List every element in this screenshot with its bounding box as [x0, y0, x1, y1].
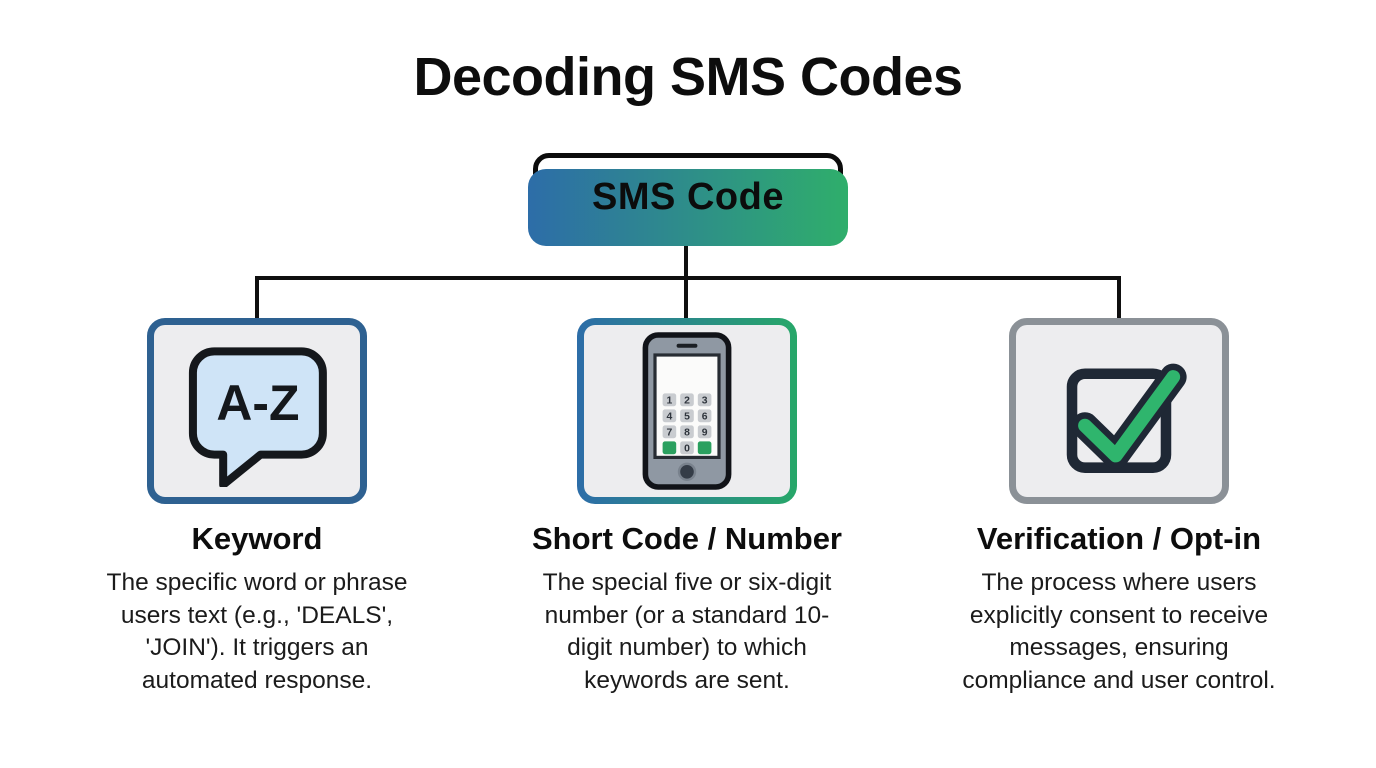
connector-left-vertical	[255, 278, 259, 320]
keyword-heading: Keyword	[191, 521, 323, 556]
keypad-key: 8	[684, 427, 690, 438]
phone-screen	[653, 353, 721, 459]
keyword-description: The specific word or phrase users text (…	[106, 569, 408, 694]
phone-speaker	[676, 343, 698, 348]
checkbox-checked-icon	[1066, 363, 1187, 473]
keypad-key: 4	[667, 411, 673, 422]
phone-keypad: 1 2 3 4 5 6 7 8 9 0	[662, 393, 712, 455]
short-code-description: The special five or six-digit number (or…	[542, 569, 832, 694]
root-node-sms-code: SMS Code	[528, 153, 848, 246]
verification-icon-card	[1009, 318, 1229, 504]
root-node-label: SMS Code	[592, 175, 784, 218]
short-code-icon-card: 1 2 3 4 5 6 7 8 9 0	[577, 318, 797, 504]
speech-bubble-az-icon: A-Z	[188, 347, 327, 487]
phone-home-button	[677, 462, 697, 481]
connector-horizontal-bar	[255, 276, 1121, 280]
connector-root-vertical	[684, 232, 688, 280]
short-code-heading: Short Code / Number	[531, 521, 842, 556]
connector-right-vertical	[1117, 278, 1121, 320]
keypad-key: 5	[684, 411, 690, 422]
branch-keyword: A-Z Keyword The specific word or phrase …	[67, 318, 447, 697]
keypad-key: 0	[684, 443, 690, 454]
keyword-icon-card: A-Z	[147, 318, 367, 504]
branch-verification: Verification / Opt-in The process where …	[929, 318, 1309, 697]
connector-center-vertical	[684, 278, 688, 320]
verification-description: The process where users explicitly conse…	[962, 569, 1276, 694]
branch-short-code: 1 2 3 4 5 6 7 8 9 0 Short Code / Number …	[497, 318, 877, 697]
speech-bubble-shape	[188, 347, 327, 487]
green-key	[697, 441, 712, 455]
keypad-key: 6	[702, 411, 708, 422]
green-key	[662, 441, 677, 455]
keypad-key: 1	[667, 395, 673, 406]
keypad-key: 9	[702, 427, 708, 438]
keypad-key: 7	[667, 427, 673, 438]
checkmark-green	[1078, 370, 1181, 463]
phone-keypad-icon: 1 2 3 4 5 6 7 8 9 0	[642, 332, 732, 490]
page-title: Decoding SMS Codes	[413, 47, 963, 107]
keypad-key: 2	[684, 395, 690, 406]
keypad-key: 3	[702, 395, 708, 406]
verification-heading: Verification / Opt-in	[976, 521, 1262, 556]
bubble-az-label: A-Z	[216, 375, 299, 431]
